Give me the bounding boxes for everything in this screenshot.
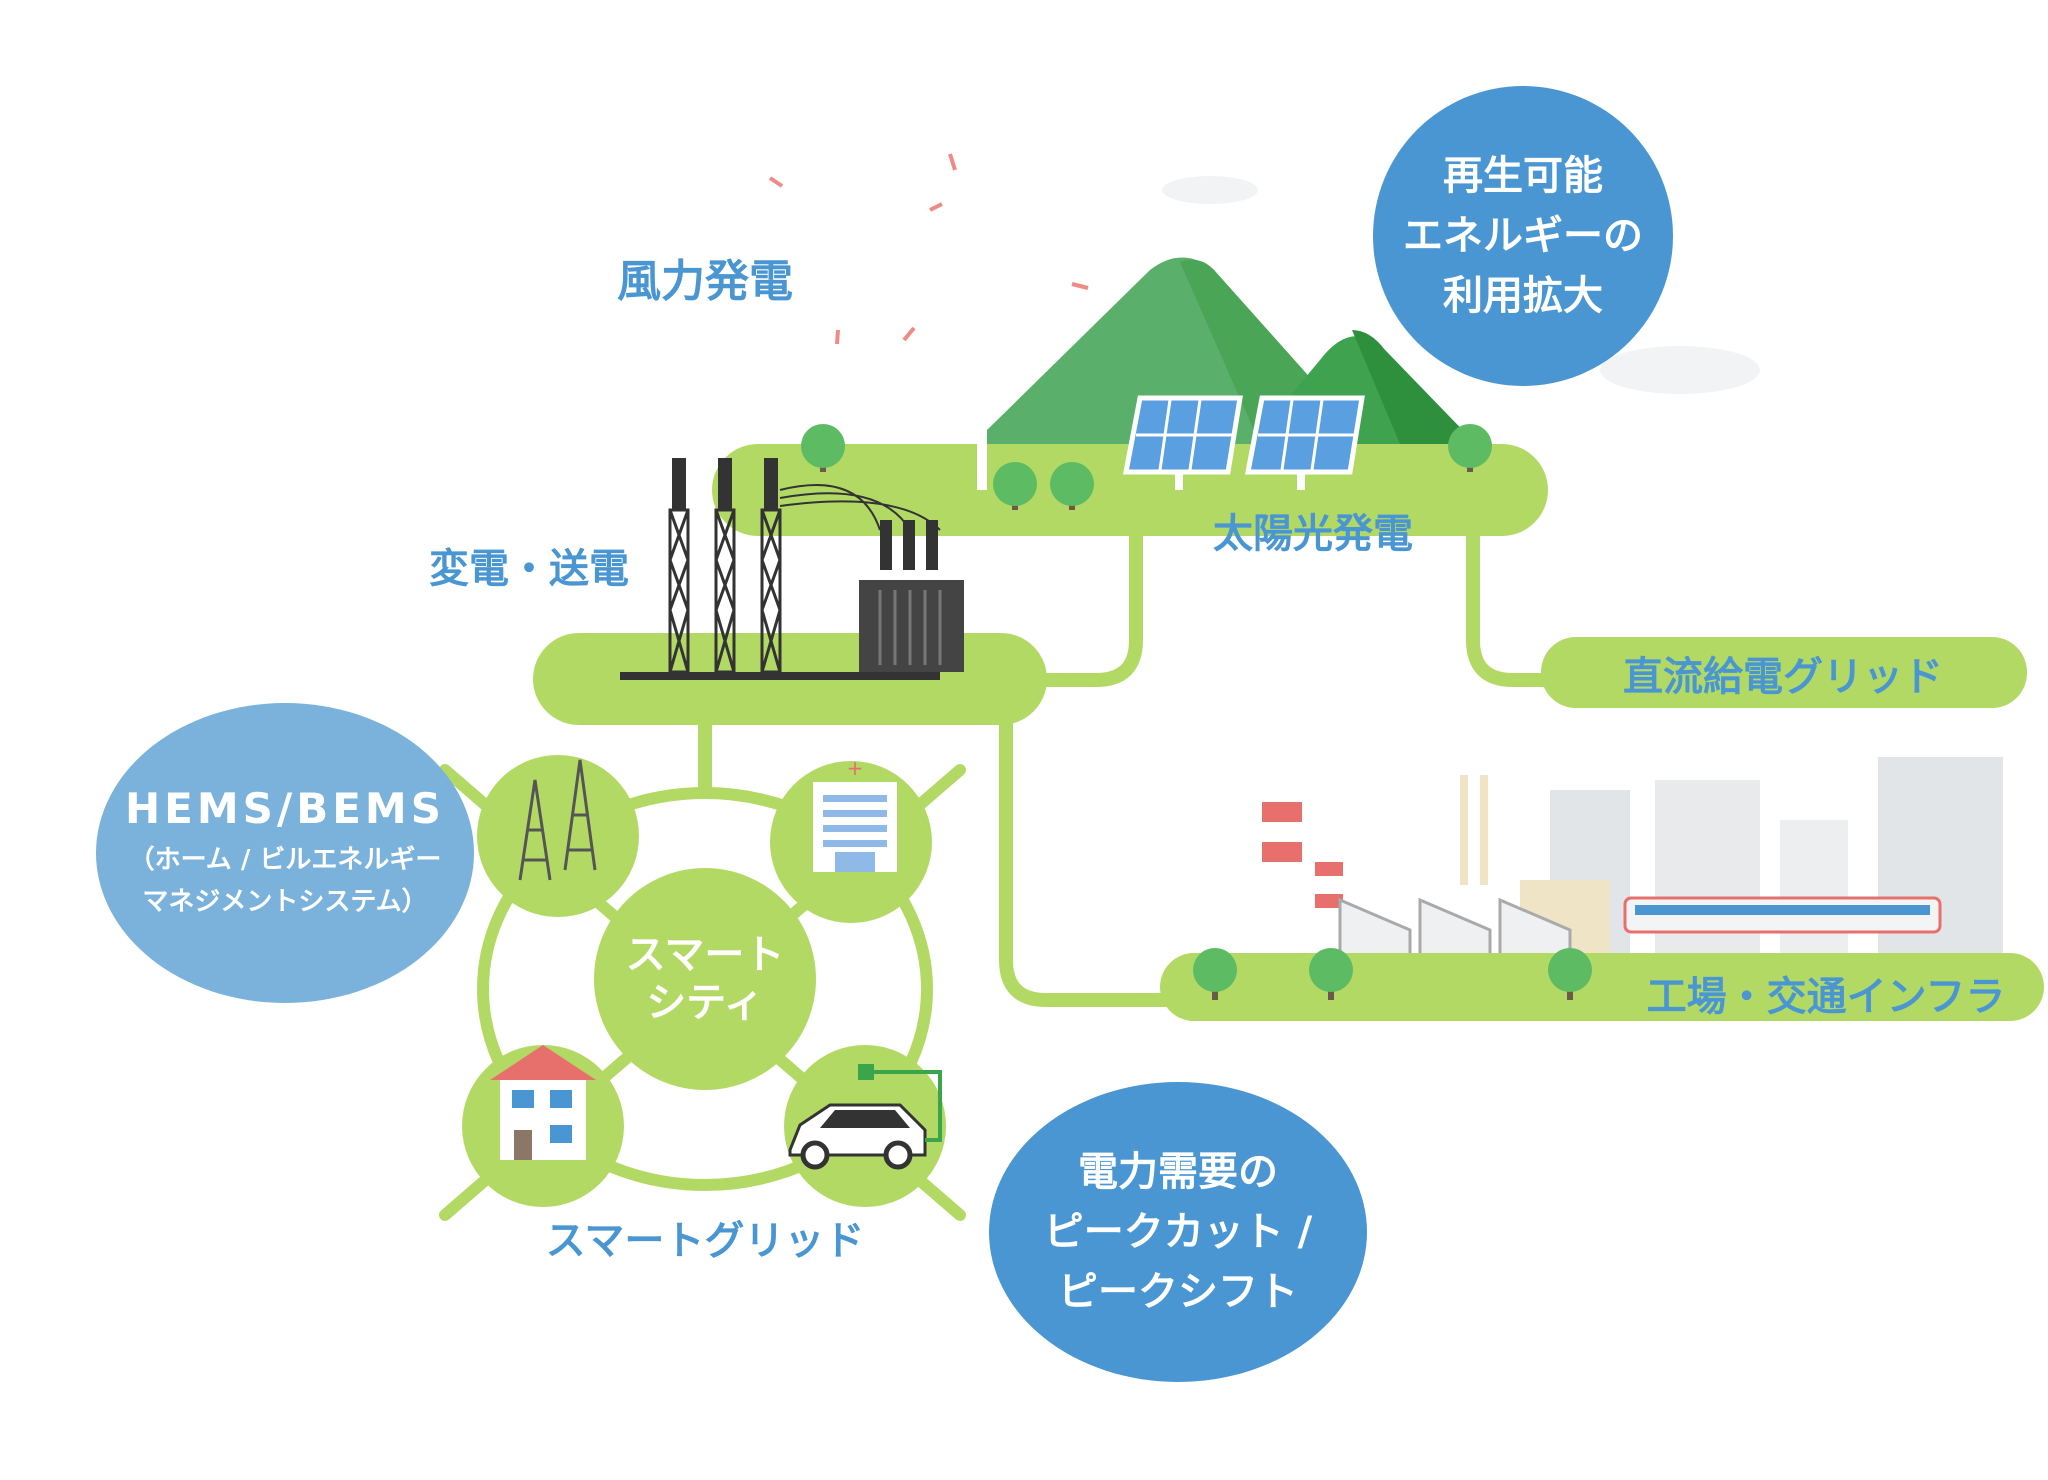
bubble-line: ピークカット / xyxy=(1043,1209,1313,1255)
bubble-line: 電力需要の xyxy=(1078,1149,1278,1195)
bubble-line: エネルギーの xyxy=(1403,213,1643,259)
factory-platform xyxy=(1160,953,2044,1021)
svg-text:+: + xyxy=(847,756,864,780)
smart-city-line: スマート xyxy=(625,932,785,978)
wind-blade-marks xyxy=(768,153,1089,345)
bubble-line: ピークシフト xyxy=(1058,1269,1298,1315)
renewable-energy-bubble: 再生可能 エネルギーの 利用拡大 xyxy=(1373,86,1673,386)
hems-subtitle: （ホーム / ビルエネルギー xyxy=(128,844,442,875)
factory-infra-label: 工場・交通インフラ xyxy=(1646,974,2006,1020)
hems-title: HEMS/BEMS xyxy=(125,783,445,833)
hems-subtitle: マネジメントシステム） xyxy=(142,886,428,917)
insulators xyxy=(672,458,938,570)
dc-grid-label: 直流給電グリッド xyxy=(1623,654,1943,700)
dc-grid-platform xyxy=(1541,637,2027,708)
substation-label: 変電・送電 xyxy=(429,546,629,592)
cloud xyxy=(1162,176,1258,204)
solar-power-label: 太陽光発電 xyxy=(1213,511,1413,557)
peak-shift-bubble: 電力需要の ピークカット / ピークシフト xyxy=(989,1082,1367,1382)
hems-bems-bubble: HEMS/BEMS （ホーム / ビルエネルギー マネジメントシステム） xyxy=(96,703,474,1003)
wind-power-label: 風力発電 xyxy=(617,256,793,307)
solar-panels xyxy=(1122,395,1365,490)
smart-city-network: + xyxy=(439,755,966,1221)
smart-city-line: シティ xyxy=(646,980,764,1026)
windmill-tower xyxy=(977,420,987,490)
grid-connectors xyxy=(698,520,1560,1007)
trees xyxy=(1193,948,1592,1000)
bubble-line: 利用拡大 xyxy=(1443,273,1603,319)
bubble-line: 再生可能 xyxy=(1443,153,1603,199)
transformer-fins xyxy=(878,590,942,665)
smart-city-label: スマート シティ xyxy=(626,931,785,1027)
mountain-small-shade xyxy=(1352,330,1476,444)
substation-base xyxy=(620,672,940,680)
cloud xyxy=(1600,346,1760,394)
smart-grid-label: スマートグリッド xyxy=(545,1218,865,1264)
